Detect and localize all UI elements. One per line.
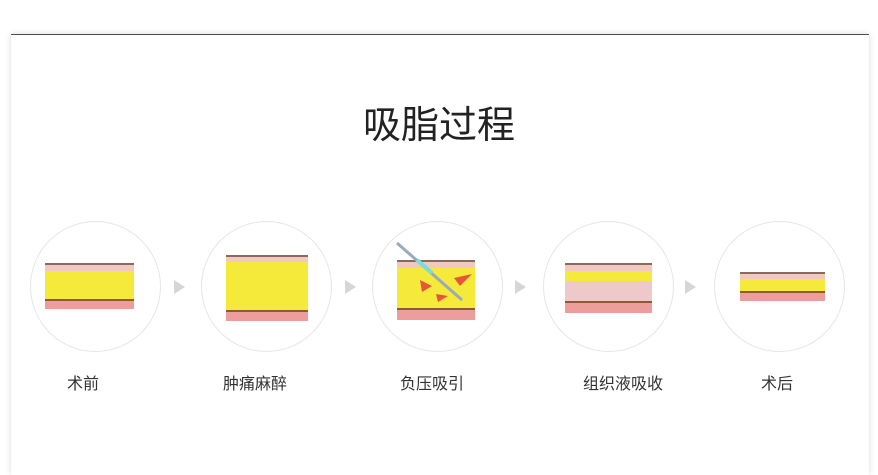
step-label: 术后	[760, 374, 793, 393]
skin-illustration	[226, 255, 308, 321]
skin-illustration	[565, 263, 652, 313]
step-label: 肿痛麻醉	[222, 374, 287, 393]
skin-illustration	[740, 272, 825, 301]
step-image-after	[714, 221, 845, 352]
step-label: 术前	[66, 374, 99, 393]
step-image-suction	[372, 221, 503, 352]
skin-illustration	[397, 260, 475, 320]
step-image-before	[30, 221, 161, 352]
arrow-right-icon	[174, 280, 185, 294]
step-image-absorption	[543, 221, 674, 352]
step-label: 负压吸引	[399, 374, 464, 393]
step-label: 组织液吸收	[582, 374, 663, 393]
arrow-right-icon	[515, 280, 526, 294]
arrow-right-icon	[345, 280, 356, 294]
arrow-right-icon	[685, 280, 696, 294]
skin-illustration	[45, 263, 134, 309]
cannula-icon	[396, 241, 472, 302]
page-title: 吸脂过程	[362, 103, 515, 147]
step-image-anesthesia	[201, 221, 332, 352]
